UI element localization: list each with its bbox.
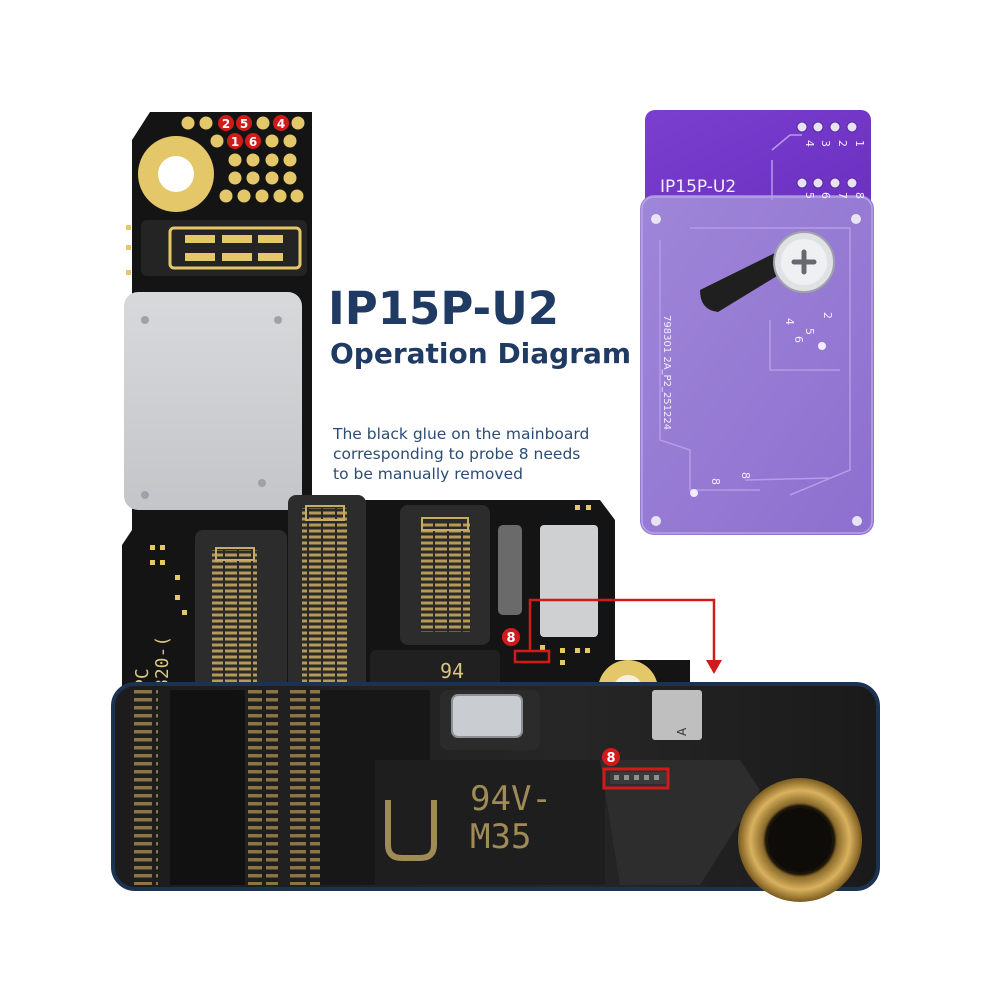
mounting-hole <box>158 156 194 192</box>
ul-mark-icon <box>385 800 437 861</box>
page-title: IP15P-U2 <box>328 282 560 335</box>
pad-markers: 2 5 4 1 6 <box>218 115 289 149</box>
pad-number-4: 4 <box>277 117 285 131</box>
board-connectors <box>195 495 598 690</box>
silkscreen-94: 94 <box>440 659 464 683</box>
adapter-pin-4: 4 <box>803 140 816 147</box>
svg-text:2: 2 <box>821 312 834 319</box>
arrow-to-closeup <box>528 598 722 674</box>
adapter-pin-numbers: 4 3 2 1 5 6 7 8 <box>803 140 866 199</box>
pad-number-5: 5 <box>240 117 248 131</box>
instruction-note: The black glue on the mainboard correspo… <box>333 424 633 484</box>
pad-number-6: 6 <box>249 135 257 149</box>
probe-8-highlight-closeup <box>602 767 670 790</box>
adapter-pin-2: 2 <box>836 140 849 147</box>
svg-text:8: 8 <box>739 472 752 479</box>
closeup-silkscreen-1: 94V- <box>470 779 552 819</box>
closeup-chip <box>652 690 702 740</box>
note-line-3: to be manually removed <box>333 465 523 483</box>
pad-number-1: 1 <box>231 135 239 149</box>
adapter-label: IP15P-U2 <box>660 177 736 197</box>
closeup-chip-letter: A <box>675 727 689 736</box>
adapter-board: 4 3 2 1 5 6 7 8 IP15P-U2 798301 2A_P2_25… <box>640 110 874 535</box>
adapter-pin-6: 6 <box>819 192 832 199</box>
note-line-1: The black glue on the mainboard <box>333 425 590 443</box>
adapter-pin-5: 5 <box>803 192 816 199</box>
svg-text:4: 4 <box>783 318 796 325</box>
screw-cross-icon <box>791 249 817 275</box>
arrow-head-icon <box>706 660 722 674</box>
closeup-silkscreen-2: M35 <box>470 817 531 857</box>
shield-can <box>124 292 302 510</box>
probe-8-label-closeup: 8 <box>606 751 615 766</box>
svg-text:5: 5 <box>803 328 816 335</box>
pad-number-2: 2 <box>222 117 230 131</box>
adapter-body <box>640 195 874 535</box>
adapter-pin-7: 7 <box>836 192 849 199</box>
closeup-panel: 94V- M35 A 8 <box>111 682 880 902</box>
adapter-pin-1: 1 <box>853 140 866 147</box>
mainboard: 2 5 4 1 6 <box>122 112 690 720</box>
connector-footprint <box>141 220 307 276</box>
adapter-traces <box>659 134 851 496</box>
page-subtitle: Operation Diagram <box>330 337 632 370</box>
adapter-pin-8: 8 <box>853 192 866 199</box>
svg-text:6: 6 <box>792 336 805 343</box>
probe-8-label-board: 8 <box>506 631 515 646</box>
note-line-2: corresponding to probe 8 needs <box>333 445 581 463</box>
adapter-part-number: 798301 2A_P2_251224 <box>661 315 672 430</box>
silkscreen-820: 820-( <box>152 636 173 690</box>
closeup-metal-part <box>451 694 523 738</box>
adapter-pins-top <box>796 121 858 189</box>
probe-8-highlight-board <box>513 649 551 664</box>
adapter-top-plate <box>645 110 871 220</box>
adapter-trace-labels: 2 4 5 6 8 8 <box>709 312 834 485</box>
adapter-pin-3: 3 <box>819 140 832 147</box>
svg-text:8: 8 <box>709 478 722 485</box>
